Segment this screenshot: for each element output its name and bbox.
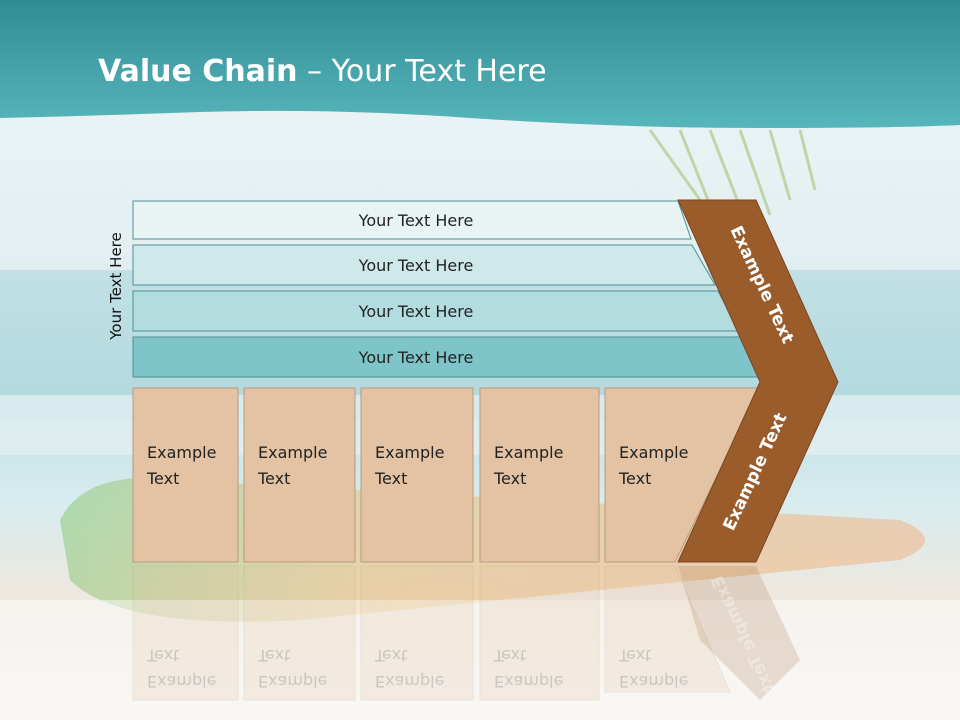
title-bold: Value Chain <box>98 54 298 89</box>
primary-activity-box-3 <box>360 387 474 563</box>
support-row-2 <box>132 244 716 286</box>
box-label-line1: Example <box>619 443 688 462</box>
support-row-label: Your Text Here <box>358 256 474 275</box>
primary-activity-box-4 <box>479 387 600 563</box>
support-row-1 <box>132 200 692 240</box>
box-label-line2: Text <box>146 469 179 488</box>
box-label-line1: Example <box>147 443 216 462</box>
primary-activity-box-2 <box>243 387 356 563</box>
support-row-label: Your Text Here <box>358 302 474 321</box>
box-reflection <box>360 565 474 701</box>
box-label-line1: Example <box>375 443 444 462</box>
box-label-reflection: Example <box>619 672 688 691</box>
box-label-reflection: Text <box>374 646 407 665</box>
primary-activity-box-1 <box>132 387 239 563</box>
support-row-label: Your Text Here <box>358 211 474 230</box>
box-reflection <box>479 565 600 701</box>
box-label-reflection: Example <box>494 672 563 691</box>
chevron-arrow-reflection <box>678 566 800 700</box>
support-row-label: Your Text Here <box>358 348 474 367</box>
box-label-line2: Text <box>257 469 290 488</box>
box-reflection <box>604 565 731 693</box>
box-label-line2: Text <box>618 469 651 488</box>
header-band <box>0 0 960 128</box>
box-label-reflection: Text <box>618 646 651 665</box>
box-label-reflection: Example <box>147 672 216 691</box>
primary-activity-box-5 <box>604 387 761 563</box>
page-title: Value Chain – Your Text Here <box>98 54 547 89</box>
box-label-line2: Text <box>493 469 526 488</box>
title-rest: Your Text Here <box>331 54 547 89</box>
box-reflection <box>132 565 239 701</box>
box-reflection <box>243 565 356 701</box>
box-label-reflection: Text <box>257 646 290 665</box>
box-label-reflection: Text <box>493 646 526 665</box>
box-label-reflection: Example <box>258 672 327 691</box>
box-label-reflection: Text <box>146 646 179 665</box>
box-label-reflection: Example <box>375 672 444 691</box>
box-label-line1: Example <box>494 443 563 462</box>
chevron-arrow <box>677 199 839 563</box>
box-label-line1: Example <box>258 443 327 462</box>
title-separator: – <box>297 54 332 89</box>
box-label-line2: Text <box>374 469 407 488</box>
